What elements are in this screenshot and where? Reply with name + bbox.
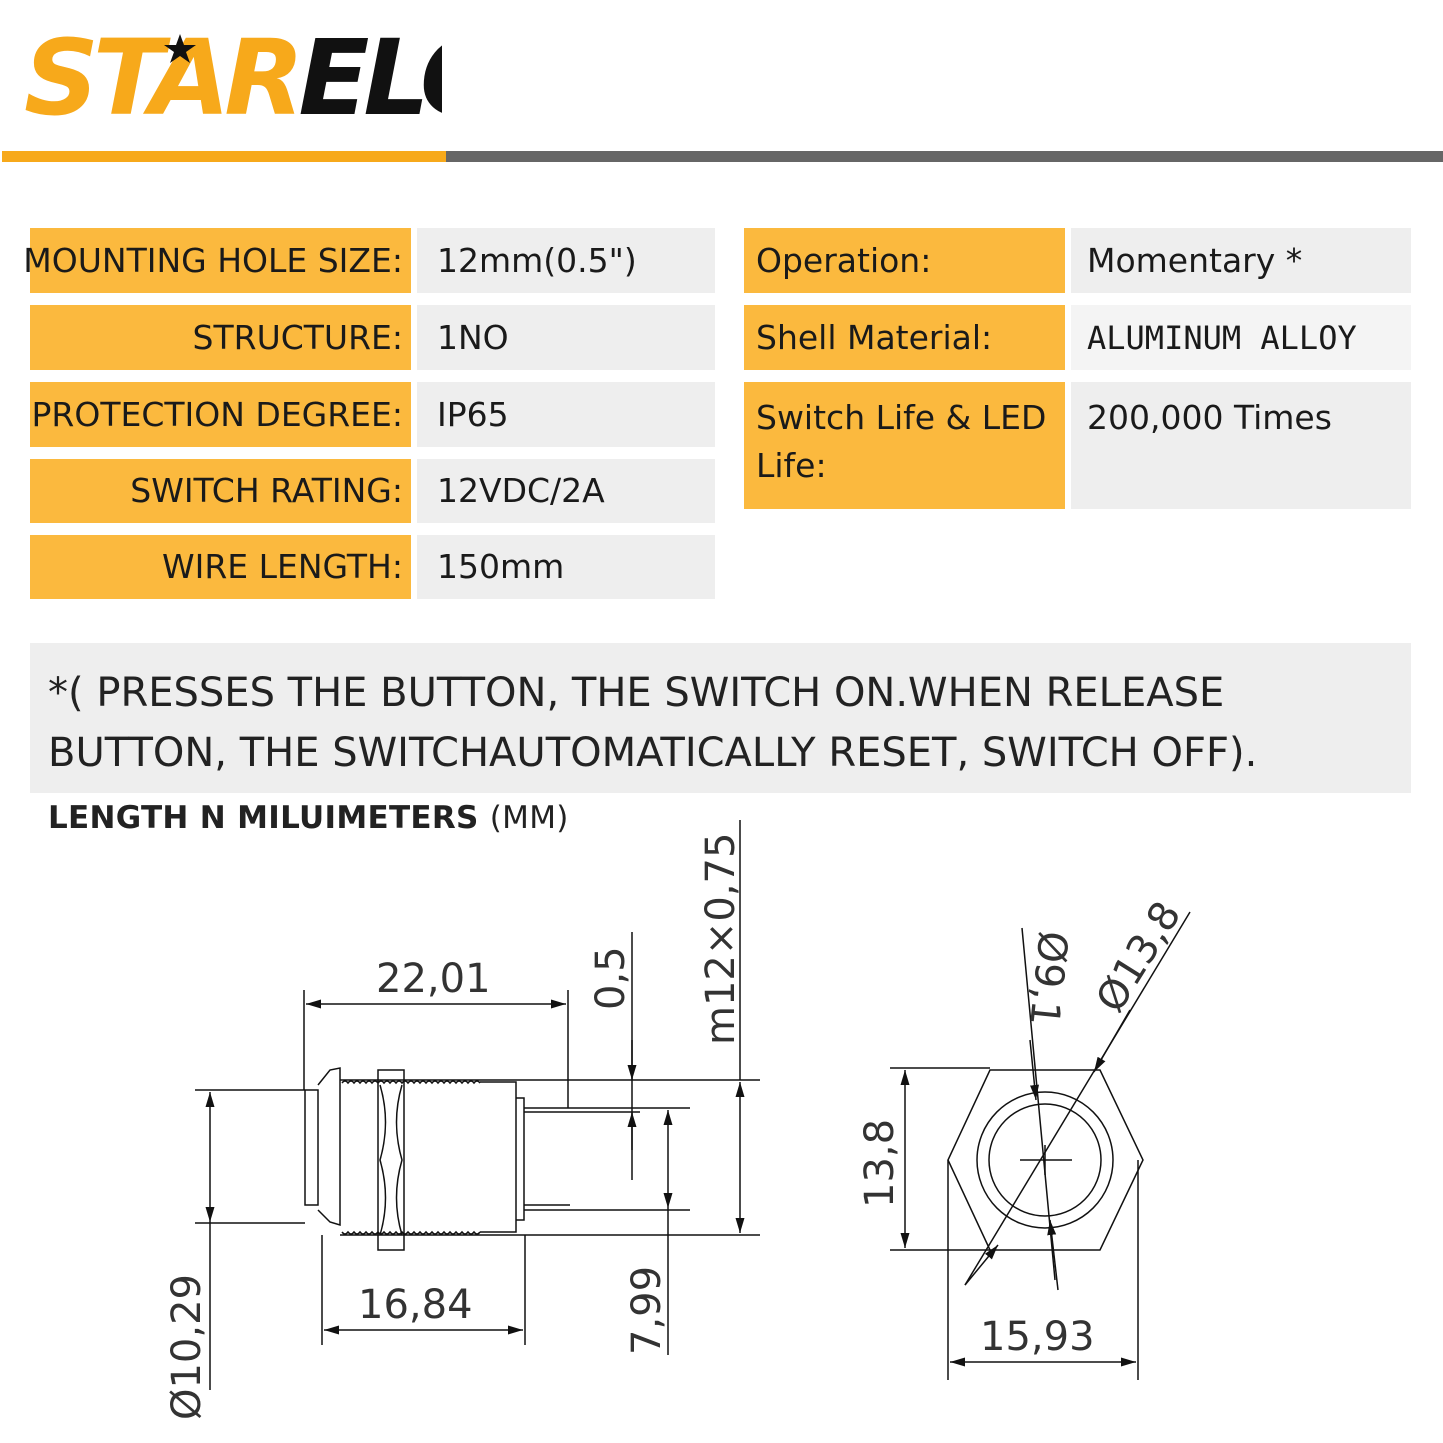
spec-label-wire-length: WIRE LENGTH: bbox=[30, 535, 411, 599]
dim-total-length: 22,01 bbox=[376, 956, 491, 1002]
operation-note: *( PRESSES THE BUTTON, THE SWITCH ON.WHE… bbox=[30, 643, 1411, 793]
star-icon bbox=[164, 34, 196, 63]
spec-value-structure: 1NO bbox=[417, 305, 715, 370]
dim-thread-length: 16,84 bbox=[358, 1282, 473, 1328]
units-caption: LENGTH N MILUIMETERS (MM) bbox=[48, 800, 569, 836]
spec-label-shell-material: Shell Material: bbox=[744, 305, 1065, 370]
spec-value-shell-material: ALUMINUM ALLOY bbox=[1071, 305, 1411, 370]
spec-value-operation: Momentary * bbox=[1071, 228, 1411, 293]
dim-gap: 0,5 bbox=[588, 946, 634, 1010]
spec-label-switch-life: Switch Life & LED Life: bbox=[744, 382, 1065, 509]
spec-label-mounting-hole: MOUNTING HOLE SIZE: bbox=[23, 228, 411, 293]
logo-text-elo: ELO bbox=[298, 17, 442, 134]
svg-text:STARELO: STARELO bbox=[24, 17, 442, 134]
header-accent-bar bbox=[2, 151, 446, 162]
dim-thread: m12×0,75 bbox=[698, 833, 744, 1045]
spec-value-protection: IP65 bbox=[417, 382, 715, 447]
units-caption-normal: (MM) bbox=[489, 800, 569, 836]
starelo-logo: STARELO bbox=[24, 17, 442, 134]
spec-label-structure: STRUCTURE: bbox=[30, 305, 411, 370]
spec-label-operation: Operation: bbox=[744, 228, 1065, 293]
dim-inner-diameter: Ø9,1 bbox=[1020, 929, 1076, 1028]
header-gray-bar bbox=[446, 151, 1443, 162]
spec-value-mounting-hole: 12mm(0.5") bbox=[417, 228, 715, 293]
dim-hex-width: 15,93 bbox=[980, 1314, 1095, 1360]
spec-label-protection: PROTECTION DEGREE: bbox=[30, 382, 411, 447]
spec-value-wire-length: 150mm bbox=[417, 535, 715, 599]
dim-hex-height: 13,8 bbox=[857, 1119, 903, 1208]
spec-value-switch-life: 200,000 Times bbox=[1071, 382, 1411, 509]
logo-text-ar: AR bbox=[143, 17, 299, 134]
dim-pin-spacing: 7,99 bbox=[624, 1266, 670, 1355]
spec-value-switch-rating: 12VDC/2A bbox=[417, 459, 715, 523]
dim-outer-diameter: Ø13,8 bbox=[1087, 894, 1190, 1021]
units-caption-bold: LENGTH N MILUIMETERS bbox=[48, 800, 479, 836]
spec-label-switch-rating: SWITCH RATING: bbox=[30, 459, 411, 523]
dim-cap-diameter: Ø10,29 bbox=[164, 1274, 210, 1420]
